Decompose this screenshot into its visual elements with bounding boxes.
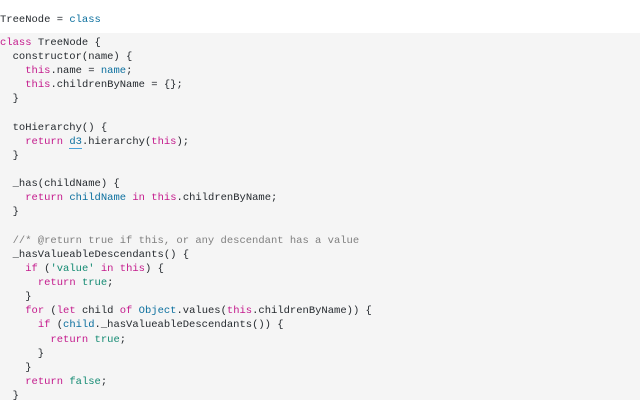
code-line: return d3.hierarchy(this); (0, 135, 189, 149)
code-line: if (child._hasValueableDescendants()) { (0, 318, 284, 332)
code-token (0, 79, 25, 91)
code-token: return (25, 375, 64, 388)
code-line: this.name = name; (0, 64, 132, 78)
code-line: for (let child of Object.values(this.chi… (0, 304, 372, 318)
code-token: this (151, 135, 177, 148)
code-line: return true; (0, 276, 114, 290)
code-token: .childrenByName; (176, 192, 278, 205)
code-token: ( (50, 319, 64, 332)
code-token (0, 136, 25, 148)
code-line: } (0, 92, 19, 106)
code-token: for (25, 305, 45, 318)
code-token: ); (176, 135, 190, 148)
code-line: return true; (0, 333, 126, 347)
code-token: let (56, 305, 76, 318)
code-token: this (226, 305, 253, 318)
code-line: _hasValueableDescendants() { (0, 248, 189, 262)
code-token: .name = (50, 65, 101, 78)
code-token: this (25, 65, 51, 78)
code-token (0, 277, 38, 289)
code-token: .childrenByName)) { (252, 305, 372, 318)
code-line: return childName in this.childrenByName; (0, 191, 277, 205)
result-value[interactable]: class (69, 14, 101, 26)
code-token: if (25, 262, 38, 275)
code-token: if (37, 319, 51, 332)
code-line: this.childrenByName = {}; (0, 78, 183, 92)
code-token: this (119, 262, 145, 275)
code-token (0, 319, 38, 331)
code-token: } (0, 390, 19, 400)
code-token: //* @return true if this, or any descend… (0, 234, 360, 247)
code-token: child (63, 319, 95, 332)
code-token: name (100, 65, 127, 78)
code-token: } (0, 361, 32, 374)
code-token: return (25, 192, 64, 205)
code-token: class (0, 37, 32, 49)
code-token: TreeNode { (31, 37, 101, 49)
code-token: .hierarchy( (81, 135, 152, 148)
code-token: .values( (176, 305, 227, 318)
code-token: return (25, 135, 64, 148)
code-token: } (0, 93, 19, 106)
code-token: } (0, 347, 45, 360)
result-variable-name: TreeNode (0, 14, 51, 26)
code-token: ) { (145, 262, 164, 275)
code-token: return (37, 277, 76, 290)
code-token: ; (107, 277, 114, 290)
code-token: child (75, 305, 120, 318)
code-token: } (0, 291, 32, 304)
code-line: } (0, 389, 19, 400)
code-line: return false; (0, 375, 107, 389)
code-editor[interactable]: class TreeNode { constructor(name) { thi… (0, 33, 640, 400)
code-line: toHierarchy() { (0, 121, 108, 135)
code-token (0, 192, 25, 204)
code-token: of (119, 305, 133, 318)
code-token: ( (44, 305, 57, 318)
code-token: in (100, 262, 114, 275)
code-line: constructor(name) { (0, 50, 133, 64)
code-link-token[interactable]: d3 (69, 135, 82, 149)
code-token: constructor(name) { (0, 51, 133, 64)
cell-result: TreeNode = class (0, 13, 101, 27)
code-token: toHierarchy() { (0, 121, 108, 134)
code-line: } (0, 361, 32, 375)
code-token: _has(childName) { (0, 178, 120, 191)
code-token (0, 305, 25, 317)
code-token: .childrenByName = {}; (50, 79, 183, 92)
code-line: } (0, 290, 32, 304)
code-token: this (25, 79, 51, 92)
code-token: true (94, 333, 120, 346)
code-token: _hasValueableDescendants() { (0, 248, 190, 261)
code-token: ; (126, 65, 133, 78)
code-token: ; (119, 333, 127, 346)
code-token: Object (138, 305, 177, 318)
code-token: childName (69, 192, 127, 205)
code-token: } (0, 149, 19, 162)
code-token: in (132, 192, 145, 205)
code-line: } (0, 205, 19, 219)
code-token: true (81, 277, 108, 290)
code-token (0, 376, 25, 388)
code-line: if ('value' in this) { (0, 262, 164, 276)
code-line: } (0, 149, 19, 163)
code-token: 'value' (50, 262, 95, 275)
code-token: false (69, 375, 101, 388)
code-token: } (0, 206, 19, 219)
code-token (0, 334, 50, 346)
code-token (0, 263, 25, 275)
code-line: _has(childName) { (0, 177, 120, 191)
code-line: //* @return true if this, or any descend… (0, 234, 360, 248)
code-token: this (151, 192, 177, 205)
code-token: ; (100, 375, 108, 388)
code-token (0, 65, 25, 77)
code-token: ._hasValueableDescendants()) { (94, 319, 284, 332)
code-token: return (50, 333, 89, 346)
code-line: class TreeNode { (0, 36, 101, 50)
result-equals: = (50, 14, 70, 26)
code-line: } (0, 347, 44, 361)
code-token: ( (37, 262, 51, 275)
